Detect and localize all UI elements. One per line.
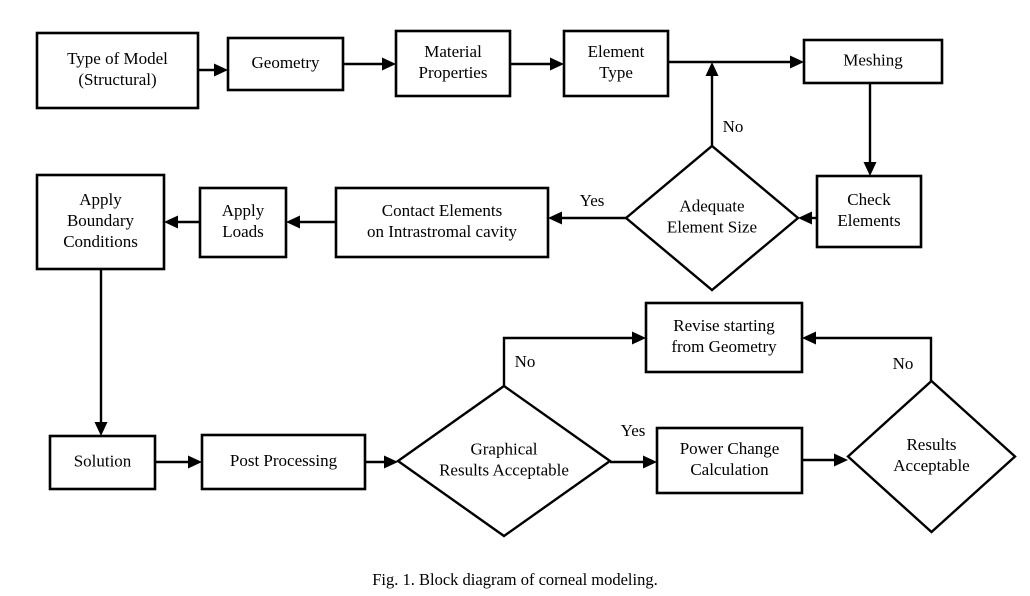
edge-label-e-adequate-element-no: No [723,117,744,136]
arrowhead-icon [802,331,816,345]
arrowhead-icon [632,331,646,345]
edge-e-power-results [802,453,848,467]
arrowhead-icon [550,57,564,71]
arrowhead-icon [863,162,877,176]
edge-e-model-geometry [198,63,228,77]
edge-e-adequate-contact-yes [548,211,626,225]
node-post-processing-label: Post Processing [230,451,338,470]
edge-e-graphical-revise-no [502,331,646,386]
process-shape [226,36,345,92]
edges-layer [94,55,933,469]
edge-e-geometry-material [343,57,396,71]
arrowhead-icon [286,215,300,229]
process-shape [394,29,512,98]
edge-label-e-adequate-contact-yes: Yes [580,191,605,210]
decision-shape [395,384,613,538]
edge-path [813,336,933,381]
arrowhead-icon [798,211,812,225]
arrowhead-icon [705,62,719,76]
edge-e-meshing-check [863,83,877,176]
edge-e-loads-boundary [164,215,200,229]
edge-e-boundary-solution [94,269,108,436]
process-shape [334,186,550,259]
edge-e-check-adequate [798,211,817,225]
process-shape [644,301,804,374]
process-shape [35,173,166,271]
node-solution-label: Solution [74,451,132,470]
edge-label-e-graphical-revise-no: No [515,352,536,371]
decision-shape [624,144,800,292]
process-shape [200,433,367,491]
arrowhead-icon [164,215,178,229]
process-shape [562,29,670,98]
edge-e-element-meshing [668,55,804,69]
edge-e-solution-post [155,455,202,469]
arrowhead-icon [548,211,562,225]
edge-e-graphical-power-yes [610,455,657,469]
process-shape [655,426,804,495]
edge-e-contact-loads [286,215,336,229]
node-meshing[interactable]: Meshing [802,38,944,85]
process-shape [198,186,288,259]
process-shape [802,38,944,85]
arrowhead-icon [214,63,228,77]
arrowhead-icon [382,57,396,71]
arrowhead-icon [188,455,202,469]
node-type-of-model-label: Type of Model(Structural) [67,49,168,89]
node-meshing-label: Meshing [843,50,903,69]
process-shape [48,434,157,491]
arrowhead-icon [94,422,108,436]
edge-e-material-element [510,57,564,71]
node-solution[interactable]: Solution [48,434,157,491]
edge-path [502,336,635,386]
edge-label-e-graphical-power-yes: Yes [621,421,646,440]
edge-label-e-results-revise-no: No [893,354,914,373]
arrowhead-icon [643,455,657,469]
process-shape [35,31,200,110]
figure-caption: Fig. 1. Block diagram of corneal modelin… [372,570,658,589]
process-shape [815,174,923,249]
decision-shape [846,379,1017,534]
node-post-processing[interactable]: Post Processing [200,433,367,491]
node-type-of-model[interactable]: Type of Model(Structural) [35,31,200,110]
node-geometry[interactable]: Geometry [226,36,345,92]
edge-e-post-graphical [365,455,398,469]
arrowhead-icon [834,453,848,467]
edge-e-adequate-element-no [705,62,719,146]
arrowhead-icon [384,455,398,469]
nodes-layer: Type of Model(Structural) Geometry Materia… [35,29,1017,538]
arrowhead-icon [790,55,804,69]
edge-e-results-revise-no [802,331,933,381]
node-geometry-label: Geometry [252,53,320,72]
